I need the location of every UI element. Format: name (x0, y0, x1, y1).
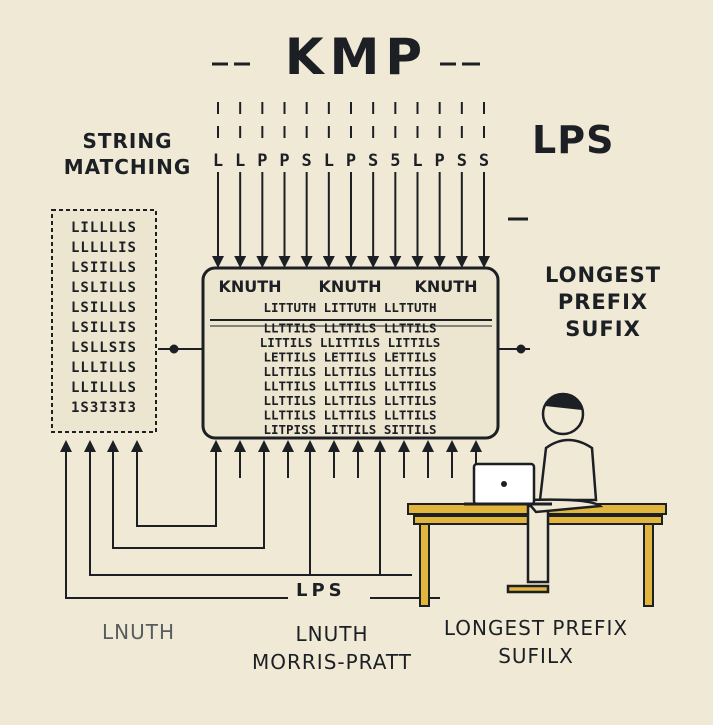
table-header: KNUTH (218, 277, 281, 296)
pattern-letter: P (257, 151, 267, 171)
table-row: LLTTILS LLTTILS LLTTILS (263, 321, 436, 336)
text-column-row: LILLLLS (71, 220, 137, 236)
table-row: LLTTILS LLTTILS LLTTILS (263, 379, 436, 394)
lps-title: LPS (532, 118, 614, 162)
pattern-letter: P (346, 151, 356, 171)
table-row: LLTTILS LLTTILS LLTTILS (263, 364, 436, 379)
morris-pratt-line: MORRIS-PRATT (232, 648, 432, 676)
text-column-row: LLILLLS (71, 380, 137, 396)
string-matching-line-2: MATCHING (40, 154, 215, 180)
pattern-arrows (218, 102, 484, 262)
table-row: LETTILS LETTILS LETTILS (263, 350, 436, 365)
pattern-letter: S (457, 151, 467, 171)
string-matching-label: STRING MATCHING (40, 128, 215, 180)
longest-line: LONGEST (518, 262, 688, 289)
pattern-letter: L (235, 151, 245, 171)
longest-prefix-line: LONGEST PREFIX (424, 614, 648, 642)
table-header: KNUTH (318, 277, 381, 296)
table-header: KNUTH (414, 277, 477, 296)
page-title: KMP (0, 28, 713, 86)
laptop-icon (464, 464, 552, 504)
lnuth-label: LNUTH (102, 620, 175, 644)
right-connector (498, 346, 530, 353)
pattern-letter: P (279, 151, 289, 171)
table-row: LLTTILS LLTTILS LLTTILS (263, 393, 436, 408)
text-column-row: LSILLIS (71, 320, 137, 336)
pattern-letter: S (479, 151, 489, 171)
pattern-letter: P (435, 151, 445, 171)
text-column-row: 1S3I3I3 (71, 400, 137, 416)
pattern-letter: S (302, 151, 312, 171)
knuth-morris-pratt-label: LNUTH MORRIS-PRATT (232, 620, 432, 676)
table-row: LITTILS LLITTILS LITTILS (260, 335, 441, 350)
table-row: LITPISS LITTILS SITTILS (263, 422, 436, 437)
table-row: LITTUTH LITTUTH LLTTUTH (263, 300, 436, 315)
pattern-letter: 5 (390, 151, 400, 171)
text-column-row: LLLLLIS (71, 240, 137, 256)
text-column-row: LSLILLS (71, 280, 137, 296)
sufix-line: SUFIX (518, 316, 688, 343)
text-column-row: LSIILLS (71, 260, 137, 276)
text-column-row: LSLLSIS (71, 340, 137, 356)
table-row: LLTTILS LLTTILS LLTTILS (263, 408, 436, 423)
knuth-line: LNUTH (232, 620, 432, 648)
text-column-row: LLLILLS (71, 360, 137, 376)
left-connector (158, 346, 203, 353)
text-column-row: LSILLLS (71, 300, 137, 316)
table-output-arrows (216, 446, 476, 478)
pattern-letter: S (368, 151, 378, 171)
longest-prefix-sufilx-label: LONGEST PREFIX SUFILX (424, 614, 648, 670)
longest-prefix-sufix-label: LONGEST PREFIX SUFIX (518, 262, 688, 343)
lps-bottom-label: LPS (296, 580, 346, 601)
routing-lines (66, 446, 440, 598)
prefix-line: PREFIX (518, 289, 688, 316)
string-matching-line-1: STRING (40, 128, 215, 154)
pattern-letter: L (324, 151, 334, 171)
pattern-letter: L (412, 151, 422, 171)
sufilx-line: SUFILX (424, 642, 648, 670)
